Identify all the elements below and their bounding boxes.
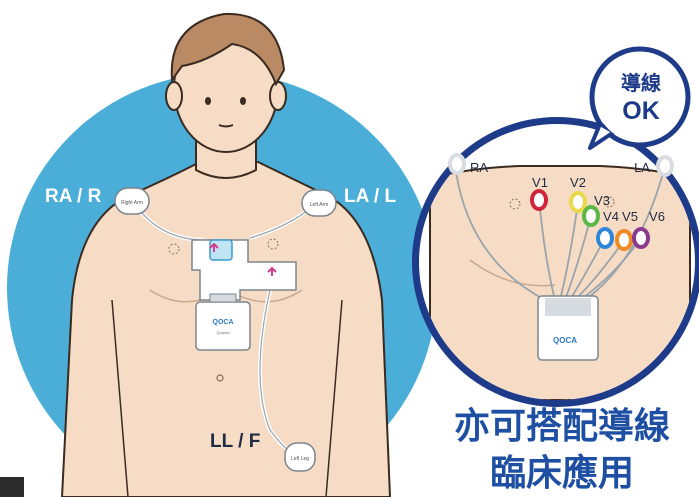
electrode-label-la: LA — [634, 160, 650, 175]
pad-right-arm: Right Arm — [115, 188, 149, 214]
caption-line2: 臨床應用 — [490, 452, 634, 493]
electrode-snap-v5 — [617, 231, 631, 249]
corner-tab — [0, 477, 24, 497]
electrode-snap-v3 — [584, 207, 598, 225]
inset-ecg-device: QOCA — [538, 296, 598, 360]
electrode-label-ra: RA — [470, 160, 488, 175]
electrode-snap-v2 — [571, 193, 585, 211]
caption-line1: 亦可搭配導線 — [454, 405, 670, 446]
bubble-line2: OK — [622, 97, 660, 125]
svg-text:Left Arm: Left Arm — [310, 202, 329, 208]
svg-text:QOCA: QOCA — [213, 319, 234, 326]
ecg-device: QOCA Quanta — [196, 294, 250, 350]
pad-left-leg: Left Leg — [285, 443, 315, 471]
electrode-snap-la — [658, 157, 672, 175]
label-left-arm: LA / L — [344, 186, 396, 207]
svg-text:Quanta: Quanta — [216, 330, 230, 335]
svg-text:QOCA: QOCA — [553, 336, 577, 345]
svg-text:Right Arm: Right Arm — [121, 200, 143, 206]
electrode-snap-ra — [450, 155, 464, 173]
label-left-leg: LL / F — [210, 431, 260, 452]
speech-bubble: 導線 OK — [590, 49, 688, 148]
electrode-snap-v4 — [598, 229, 612, 247]
bubble-line1: 導線 — [621, 71, 661, 95]
svg-text:Left Leg: Left Leg — [291, 456, 309, 462]
electrode-label-v6: V6 — [649, 209, 665, 224]
electrode-label-v1: V1 — [532, 175, 548, 190]
electrode-label-v3: V3 — [594, 193, 610, 208]
electrode-snap-v1 — [532, 191, 546, 209]
electrode-label-v2: V2 — [570, 175, 586, 190]
electrode-snap-v6 — [634, 229, 648, 247]
label-right-arm: RA / R — [45, 186, 102, 207]
electrode-label-v5: V5 — [622, 209, 638, 224]
electrode-label-v4: V4 — [603, 209, 619, 224]
pad-left-arm: Left Arm — [302, 190, 336, 216]
